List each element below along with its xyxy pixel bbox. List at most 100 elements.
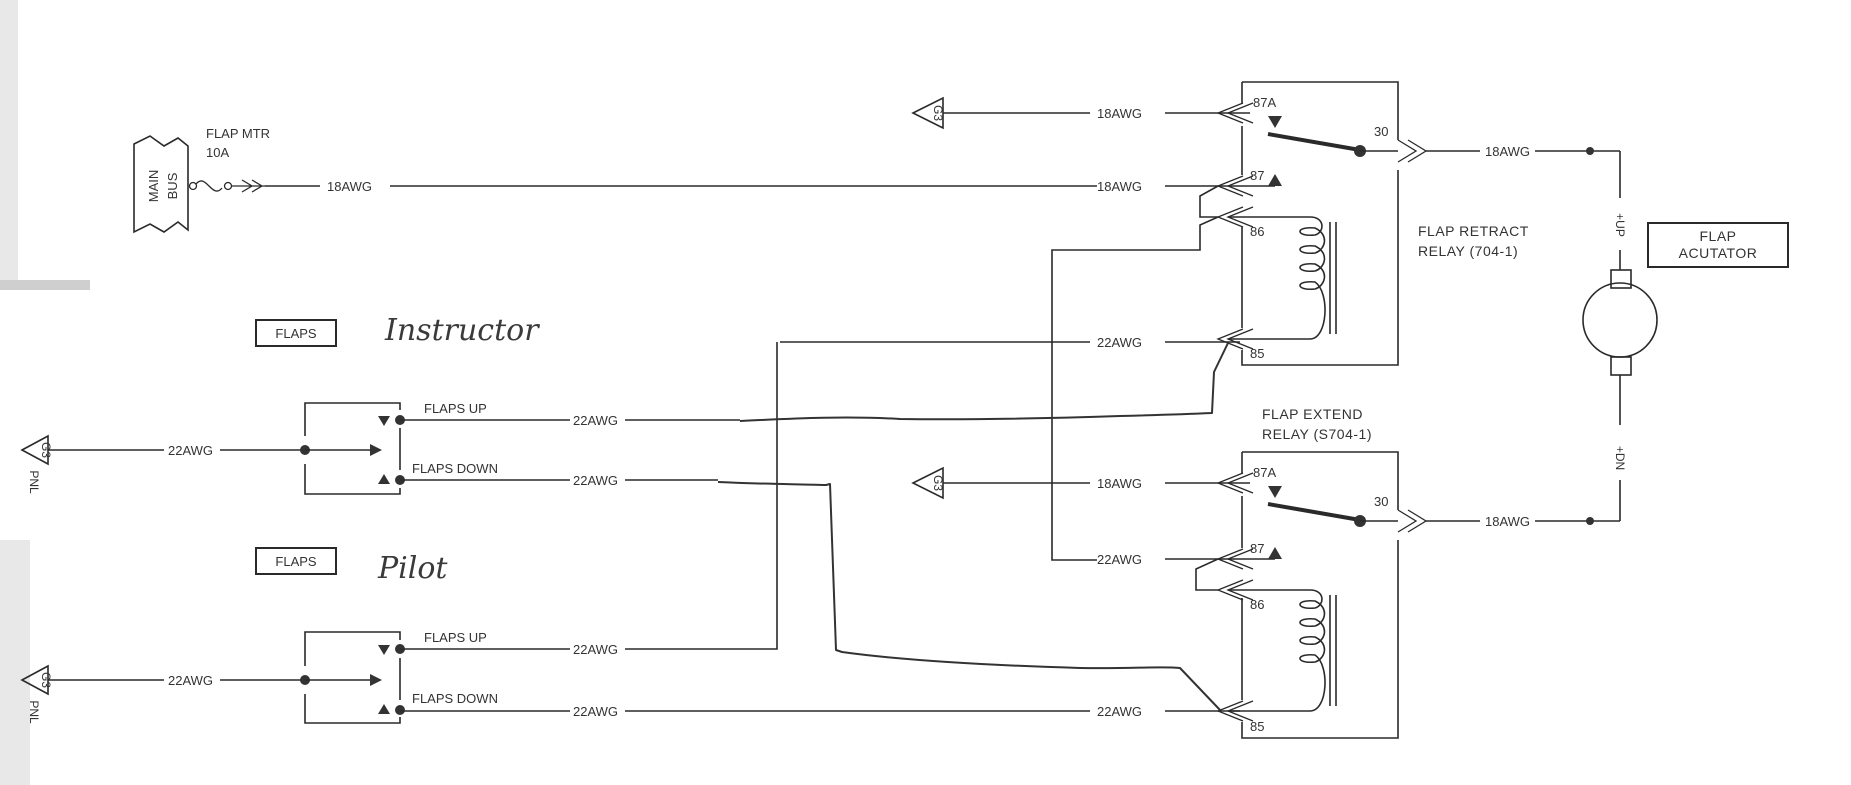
ground-sub-label: PNL [27,470,41,494]
splice-dot [1586,147,1594,155]
contact-no-icon [1268,547,1282,559]
switch-down-terminal[interactable] [395,705,405,715]
relay-name-sub: RELAY (704-1) [1418,243,1518,259]
actuator-label: FLAP [1699,228,1736,244]
wire-gauge-label: 18AWG [1485,144,1530,159]
wire-gauge-label: 22AWG [168,673,213,688]
ground-label: G3 [39,672,53,688]
connector-icon [1397,509,1428,533]
ground-label: G3 [931,475,945,491]
breaker-name: FLAP MTR [206,126,270,141]
relay-housing [1241,451,1399,739]
ground-label: G3 [931,105,945,121]
wire-gauge-label: 22AWG [1097,552,1142,567]
bus-label-main: MAIN [146,170,161,203]
ground-sub-label: PNL [27,700,41,724]
relay-coil-icon [1228,589,1326,712]
wire-gauge-label: 22AWG [1097,335,1142,350]
connector-icon [1216,102,1254,124]
ground-label: G3 [39,442,53,458]
main-bus: MAIN BUS [133,135,189,234]
handwritten-note: Instructor [384,313,540,348]
flaps-up-label: FLAPS UP [424,401,487,416]
wire-gauge-label: 18AWG [1097,476,1142,491]
motor-icon [1582,282,1658,358]
handwritten-note: Pilot [377,551,448,586]
arrow-icon [370,444,382,456]
pin-85: 85 [1250,346,1264,361]
panel-label-box [255,319,337,347]
pin-30: 30 [1374,124,1388,139]
relay-housing [1241,81,1399,366]
flaps-down-label: FLAPS DOWN [412,691,498,706]
motor-brush [1610,269,1632,289]
hand-drawn-wire-up [739,342,1229,422]
wire [625,342,778,650]
wire-gauge-label: 18AWG [327,179,372,194]
relay-name: FLAP RETRACT [1418,223,1529,239]
splice-dot [1586,517,1594,525]
breaker-terminal-icon [223,181,233,191]
contact-icon [378,704,390,714]
instructor-flaps-switch[interactable]: FLAPS Instructor G3 PNL 22AWG FLAPS UP 2… [20,313,740,495]
pin-86: 86 [1250,597,1264,612]
flaps-up-label: FLAPS UP [424,630,487,645]
actuator-label-sub: ACUTATOR [1679,245,1758,261]
arrow-icon [370,674,382,686]
wire [1051,216,1219,561]
pin-86: 86 [1250,224,1264,239]
panel-label: FLAPS [275,554,317,569]
panel-label-box [255,547,337,575]
wire-gauge-label: 18AWG [1097,106,1142,121]
motor-brush [1610,356,1632,376]
wire [1195,558,1219,591]
wire-gauge-label: 22AWG [168,443,213,458]
wire-gauge-label: 18AWG [1097,179,1142,194]
pin-87a: 87A [1253,95,1276,110]
breaker-terminal-icon [188,181,198,191]
switch-housing [304,631,401,724]
pilot-flaps-switch[interactable]: FLAPS Pilot G3 PNL 22AWG FLAPS UP 22AWG … [20,342,778,724]
contact-nc-icon [1268,486,1282,498]
contact-icon [378,645,390,655]
wire-gauge-label: 22AWG [573,413,618,428]
contact-icon [378,416,390,426]
terminal-down-label: +DN [1613,446,1627,470]
pin-30: 30 [1374,494,1388,509]
panel-label: FLAPS [275,326,317,341]
hand-drawn-wire-down [717,481,1221,711]
retract-relay: G3 18AWG 18AWG 87A 30 87 86 85 FLAP RET [780,81,1621,561]
flap-actuator: +UP +DN FLAP ACUTATOR [1582,213,1789,521]
relay-switch-arm [1267,132,1361,152]
scan-shadow-band [0,280,90,290]
relay-name-sub: RELAY (S704-1) [1262,426,1372,442]
switch-housing [304,402,401,495]
bus-label-bus: BUS [165,172,180,199]
relay-name: FLAP EXTEND [1262,406,1363,422]
connector-icon [231,179,265,193]
scan-shadow [0,0,18,290]
wire-gauge-label: 18AWG [1485,514,1530,529]
relay-coil-icon [1228,216,1326,340]
wire [1199,185,1219,218]
wire-gauge-label: 22AWG [573,473,618,488]
wire-gauge-label: 22AWG [1097,704,1142,719]
circuit-breaker: FLAP MTR 10A [188,126,270,193]
contact-nc-icon [1268,116,1282,128]
connector-icon [1216,472,1254,494]
extend-relay: FLAP EXTEND RELAY (S704-1) G3 18AWG 22AW… [625,406,1620,739]
wire-gauge-label: 22AWG [573,704,618,719]
contact-icon [378,474,390,484]
breaker-fuse-icon [195,180,223,192]
contact-no-icon [1268,174,1282,186]
terminal-up-label: +UP [1613,213,1627,237]
pin-85: 85 [1250,719,1264,734]
pin-87: 87 [1250,168,1264,183]
scan-shadow [0,540,30,785]
flaps-down-label: FLAPS DOWN [412,461,498,476]
connector-icon [1397,139,1428,163]
breaker-rating: 10A [206,145,229,160]
wire-gauge-label: 22AWG [573,642,618,657]
pin-87a: 87A [1253,465,1276,480]
